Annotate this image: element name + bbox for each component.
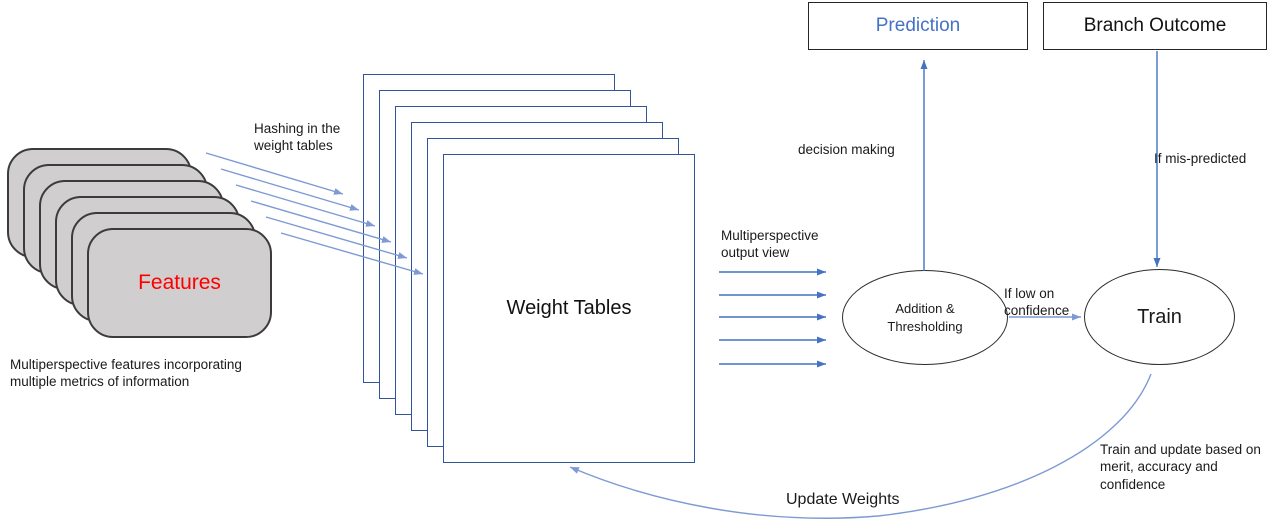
train-node: Train (1084, 269, 1235, 365)
weight-tables-label: Weight Tables (506, 297, 632, 319)
branch-outcome-label: Branch Outcome (1083, 15, 1227, 36)
mispredicted-label: If mis-predicted (1154, 151, 1247, 166)
features-caption: Multiperspective features incorporating … (10, 357, 242, 390)
train-update-label: Train and update based on merit, accurac… (1100, 442, 1261, 492)
update-weights-label: Update Weights (786, 491, 900, 508)
output-view-label: Multiperspective output view (721, 228, 819, 261)
train-label: Train (1137, 305, 1182, 328)
addition-thresholding-label: Addition & Thresholding (887, 300, 963, 334)
addition-thresholding-node: Addition & Thresholding (842, 270, 1008, 365)
hashing-label: Hashing in the weight tables (254, 121, 341, 154)
decision-making-label: decision making (798, 142, 895, 157)
features-node: Features (87, 228, 272, 338)
weight-tables-node: Weight Tables (443, 154, 695, 463)
prediction-box: Prediction (808, 2, 1028, 50)
low-confidence-label: If low on confidence (1004, 286, 1070, 319)
features-label: Features (138, 271, 221, 294)
output-view-arrows (719, 268, 826, 368)
branch-outcome-box: Branch Outcome (1043, 2, 1267, 50)
prediction-label: Prediction (875, 15, 961, 36)
